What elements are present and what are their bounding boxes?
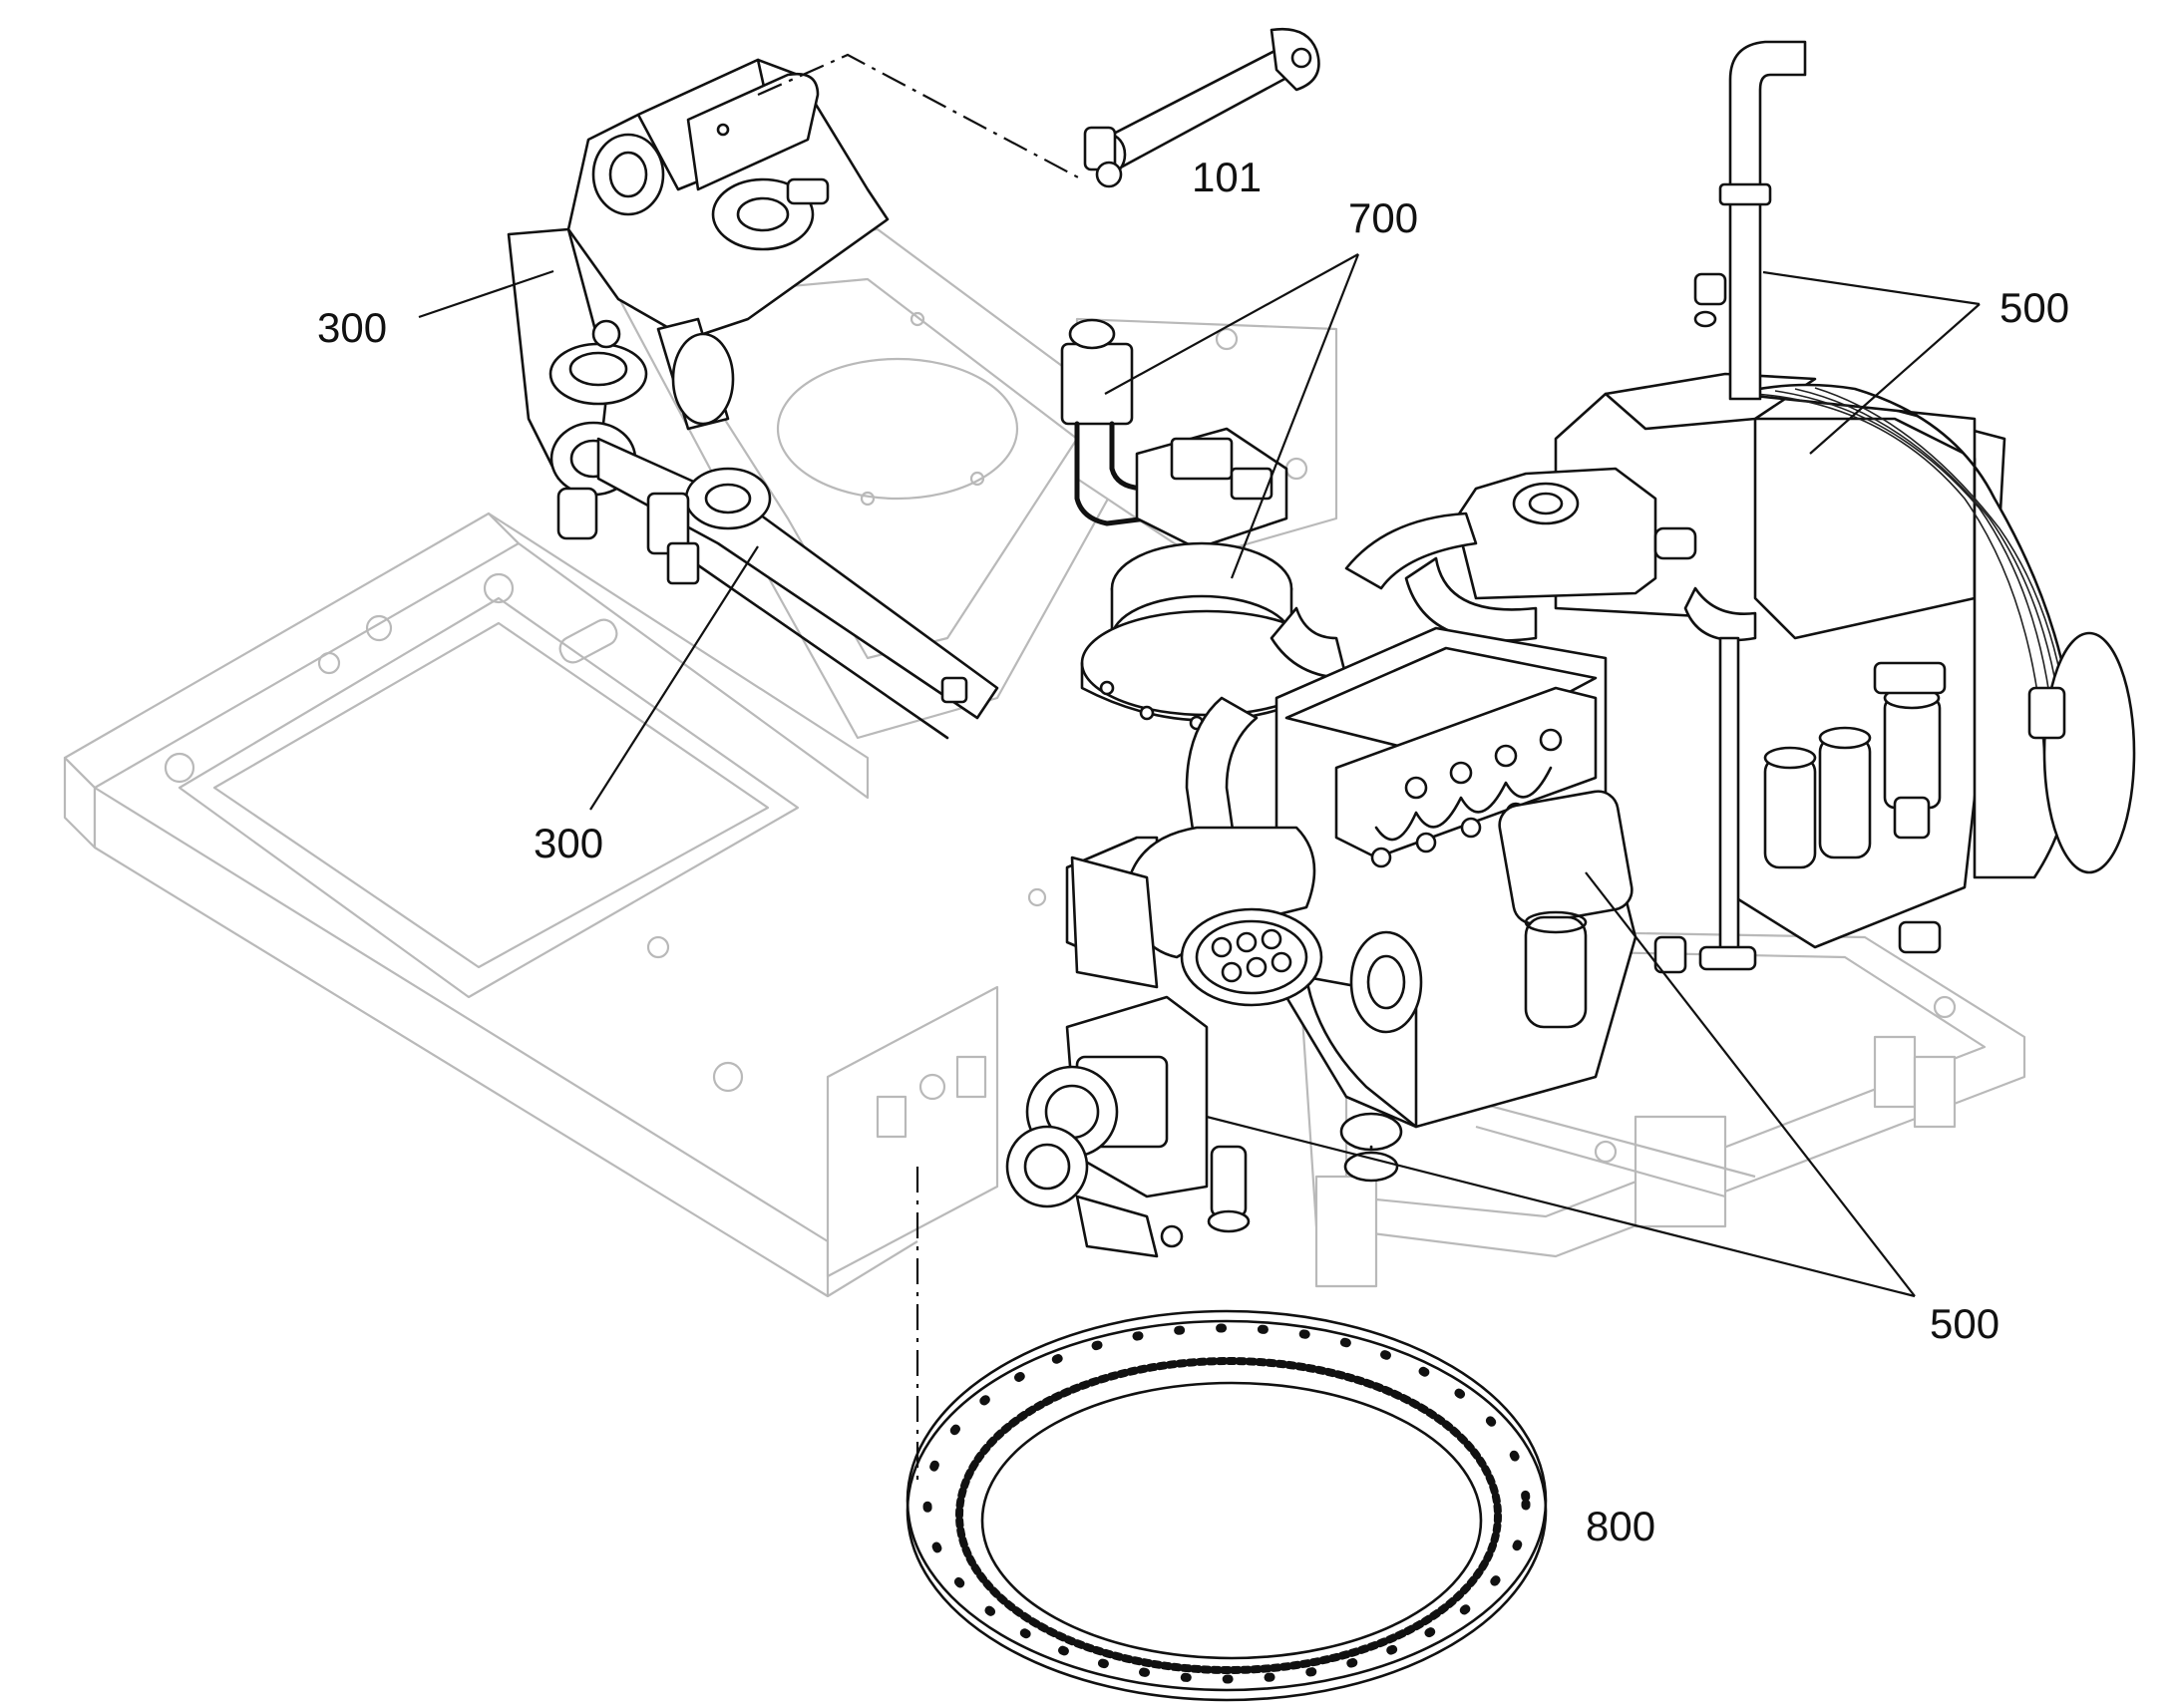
pin-101 xyxy=(1083,27,1320,188)
callout-500-bottom: 500 xyxy=(1930,1300,1999,1347)
pump-assembly-500 xyxy=(1005,826,1323,1258)
callout-101: 101 xyxy=(1192,154,1262,200)
slewing-ring-800 xyxy=(906,1309,1548,1702)
leader-lines xyxy=(418,253,1981,1298)
callout-800: 800 xyxy=(1586,1503,1655,1549)
callout-300-mid: 300 xyxy=(534,820,603,866)
engine-assembly-500 xyxy=(1185,40,2136,1183)
callout-300-top: 300 xyxy=(317,304,387,351)
boom-bracket-300 xyxy=(507,58,890,540)
callout-700: 700 xyxy=(1348,194,1418,241)
callout-labels: 101 700 300 300 500 500 800 xyxy=(317,154,2069,1549)
callout-500-top: 500 xyxy=(1999,284,2069,331)
alignment-lines xyxy=(757,53,1083,1486)
swing-motor-700 xyxy=(1060,318,1333,731)
swing-cylinder-300 xyxy=(596,437,999,740)
